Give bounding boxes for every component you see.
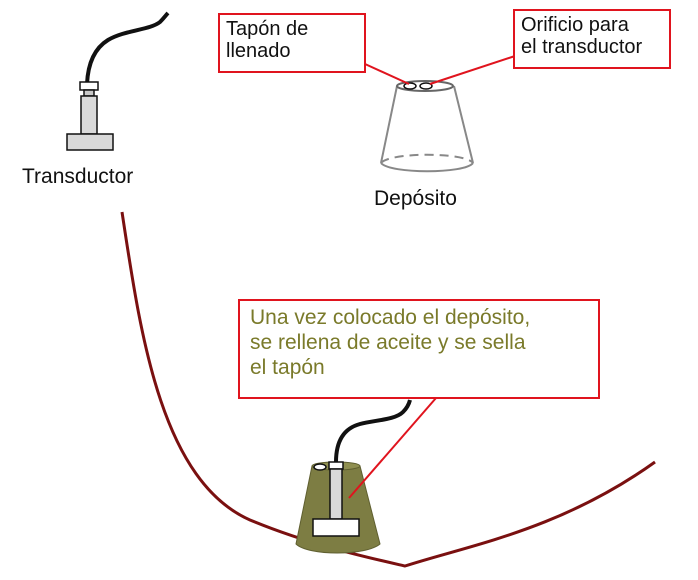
transducer-body [80,95,98,135]
transducer-hole-leader [429,55,516,85]
transducer-cap [79,81,99,91]
reservoir-bottom-back [380,153,474,164]
note-leader [348,397,437,499]
assembled-transducer-body [329,468,343,520]
transducer-cable [85,11,170,85]
assembled-transducer-cable [334,399,412,463]
transducer-drawing [66,11,170,151]
fill-plug-icon [403,82,417,90]
reservoir-outline [380,85,474,164]
oil-fill-note: Una vez colocado el depósito, se rellena… [238,299,600,399]
reservoir-label: Depósito [374,187,457,210]
assembled-transducer-cap [328,461,344,470]
reservoir-drawing [380,80,474,173]
oil-fill-note-line-1: Una vez colocado el depósito, [250,306,531,329]
transducer-hole-icon [419,82,433,90]
transducer-label: Transductor [22,165,134,188]
assembled-transducer-base [312,518,360,537]
fill-plug-leader [364,63,410,85]
transducer-hole-callout-line-2: el transductor [521,36,643,58]
fill-plug-callout-line-2: llenado [226,40,291,62]
oil-fill-note-line-3: el tapón [250,356,325,379]
assembled-unit [295,399,412,554]
transducer-neck [83,89,95,97]
reservoir-bottom-front [380,162,474,173]
transducer-base [66,133,114,151]
oil-fill-note-line-2: se rellena de aceite y se sella [250,331,526,354]
fill-plug-callout-line-1: Tapón de [226,18,309,40]
transducer-hole-callout: Orificio para el transductor [513,9,671,69]
fill-plug-callout: Tapón de llenado [218,13,366,73]
transducer-hole-callout-line-1: Orificio para [521,14,629,36]
assembled-fill-plug-icon [313,463,327,471]
